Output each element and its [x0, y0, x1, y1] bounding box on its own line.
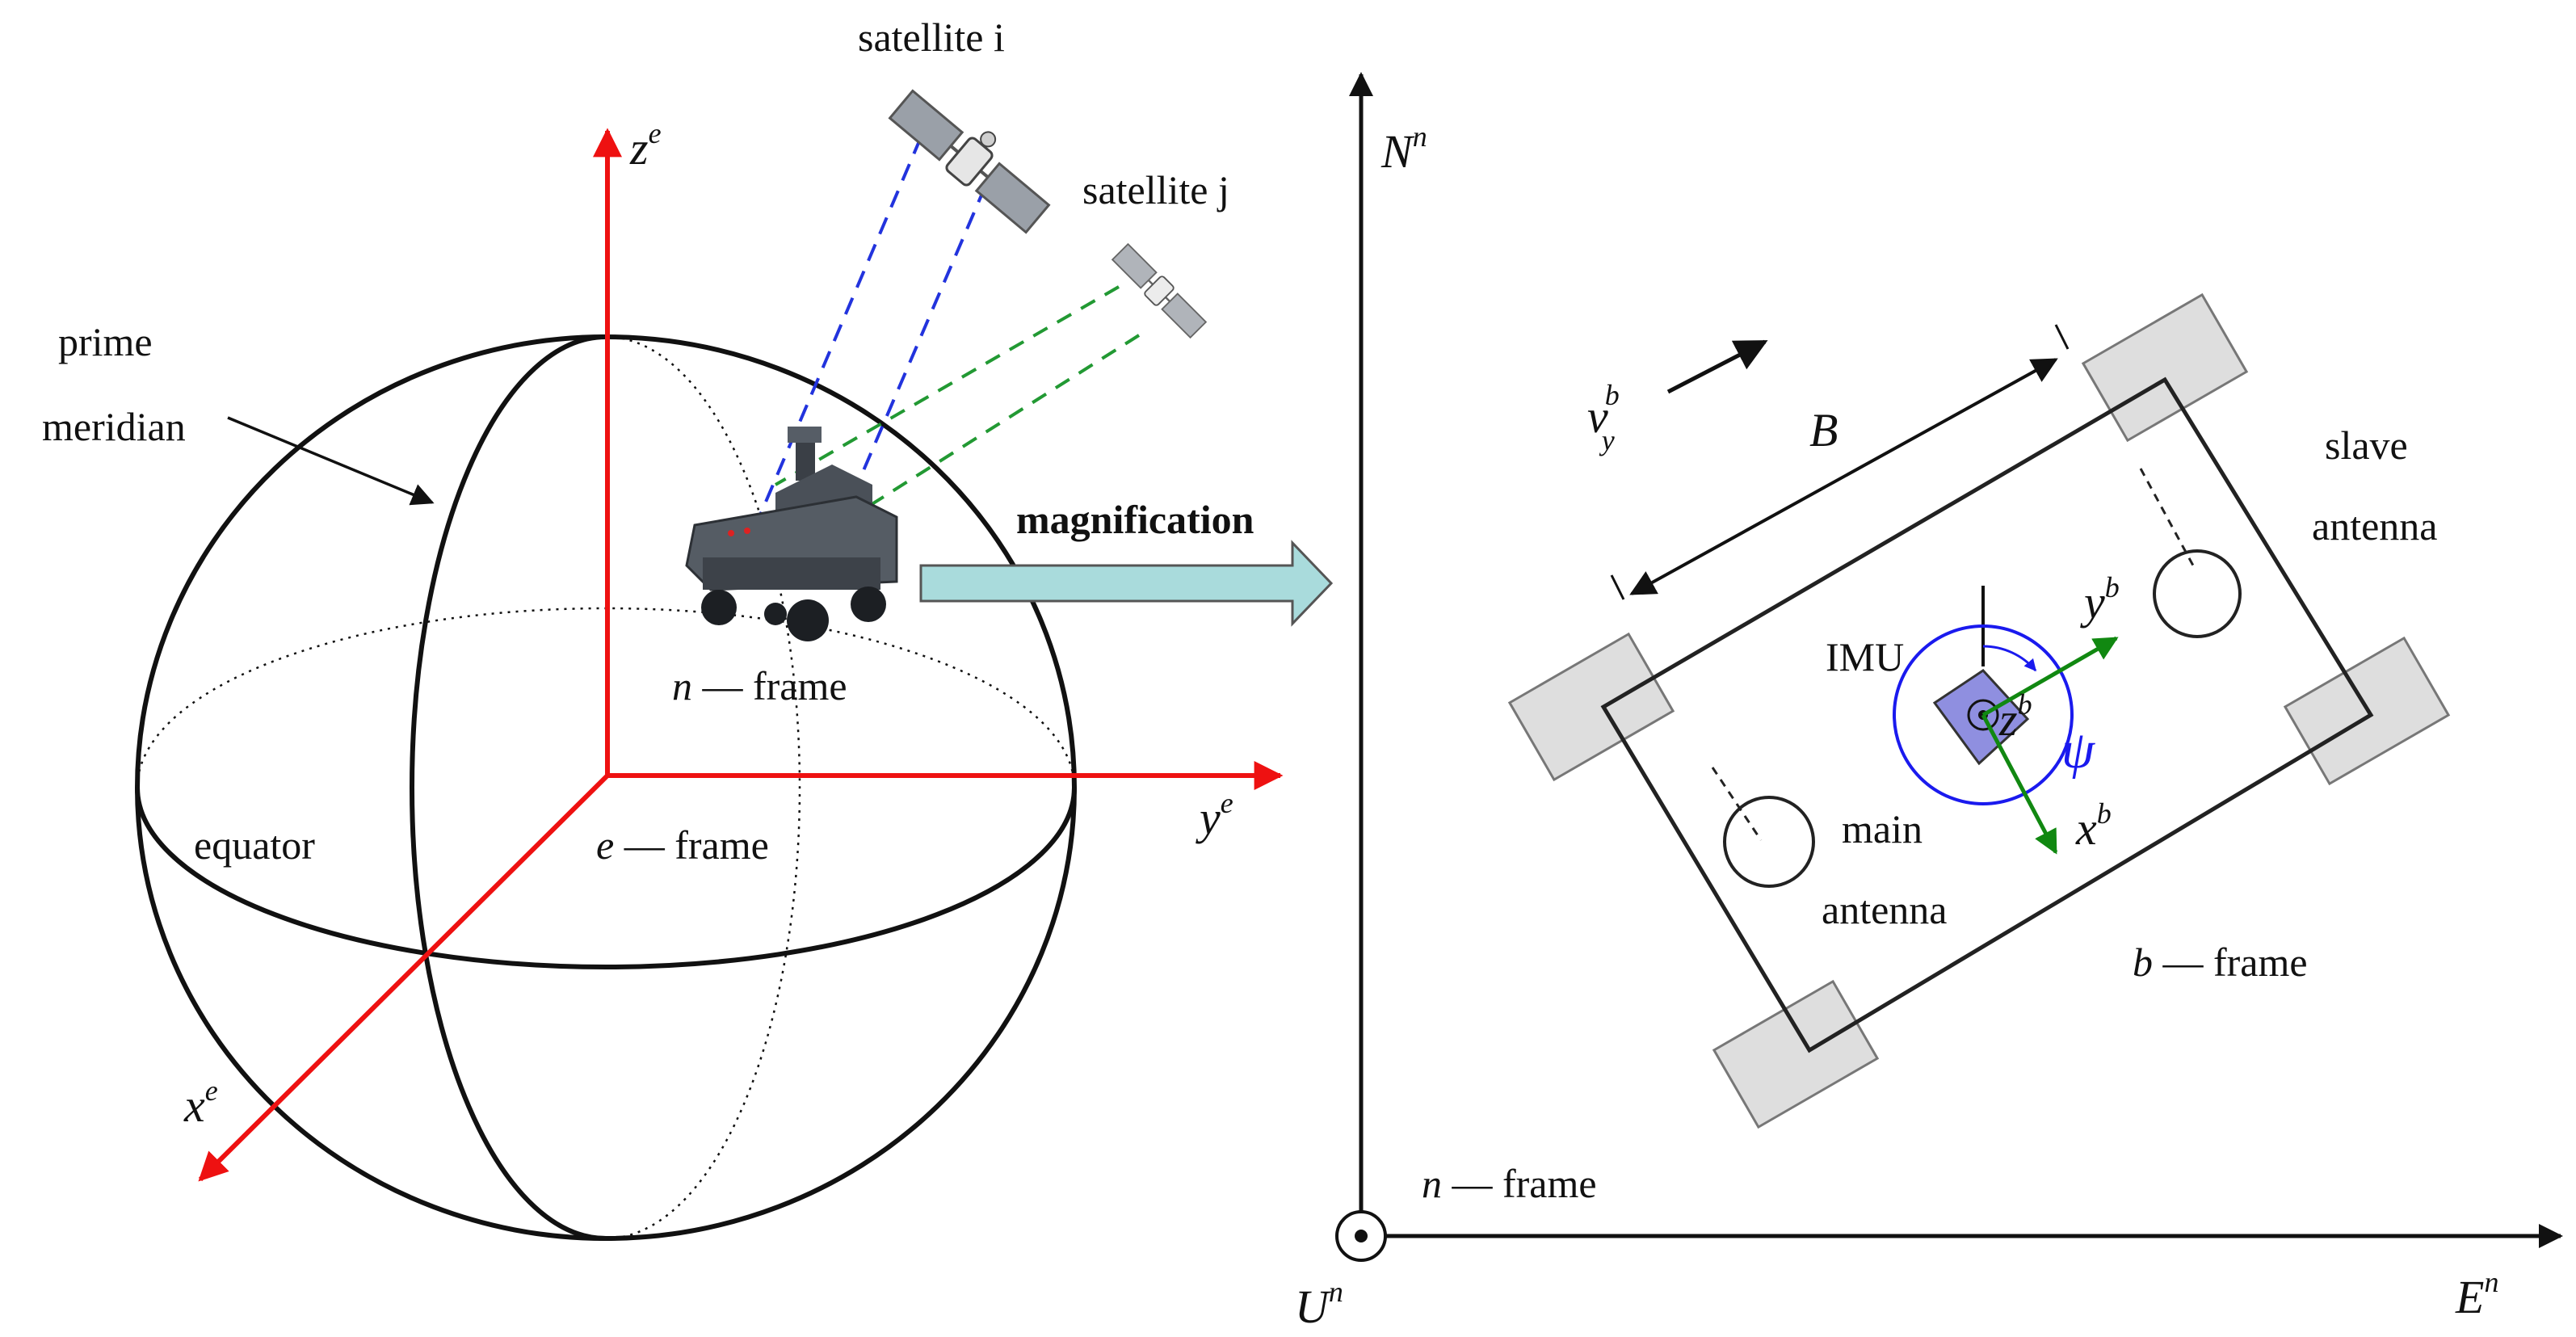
x-e-axis	[198, 773, 610, 1182]
magnification-arrow	[919, 540, 1334, 627]
main-antenna-label-1: main	[1842, 806, 1923, 851]
baseline-dimension	[1610, 324, 2070, 600]
slave-antenna-label-2: antenna	[2312, 503, 2437, 549]
main-antenna-circle	[1723, 796, 1815, 888]
prime-meridian-pointer	[227, 416, 435, 506]
main-antenna-label-2: antenna	[1822, 887, 1947, 932]
satellite-icon	[888, 89, 1051, 234]
prime-meridian-label-1: prime	[58, 319, 153, 364]
slave-antenna-circle	[2153, 549, 2242, 638]
east-label: En	[2455, 1266, 2498, 1323]
wheels	[1507, 292, 2451, 1129]
prime-meridian-line	[410, 334, 607, 1241]
e-frame-axes	[198, 128, 1284, 1182]
wheel-rear-left	[1712, 979, 1880, 1129]
wheel-front-right	[2081, 292, 2249, 443]
heading-angle-arc	[1982, 645, 2037, 672]
imu-block	[1893, 586, 2119, 855]
beam-j-1	[775, 285, 1120, 486]
y-b-axis	[1981, 636, 2119, 717]
x-e-label: xe	[183, 1074, 218, 1132]
x-b-axis	[1981, 713, 2058, 855]
baseline-label: B	[1809, 404, 1838, 456]
slave-antenna-lead	[2139, 468, 2195, 566]
equator-label: equator	[194, 822, 315, 868]
heading-circle	[1893, 624, 2074, 805]
velocity-arrow	[1666, 339, 1768, 394]
satellite-j-label: satellite j	[1082, 167, 1229, 212]
beam-i-1	[758, 137, 922, 518]
imu-label: IMU	[1826, 634, 1904, 679]
satellite-icon	[1111, 242, 1208, 339]
equator-front	[135, 787, 1077, 969]
psi-label: ψ	[2061, 721, 2095, 780]
x-b-label: xb	[2075, 797, 2112, 855]
beam-i-2	[838, 185, 987, 526]
up-axis-dot	[1355, 1230, 1368, 1242]
n-frame-label-right: n — frame	[1422, 1161, 1597, 1206]
e-frame-label: e — frame	[596, 822, 769, 868]
robot-vehicle-icon	[685, 427, 898, 641]
b-frame-label: b — frame	[2133, 940, 2308, 985]
north-label: Nn	[1380, 120, 1427, 178]
z-b-circle	[1967, 699, 1999, 731]
z-b-label: zb	[1998, 688, 2032, 746]
satellite-signals	[758, 137, 1141, 526]
main-antenna-lead	[1711, 767, 1763, 841]
y-b-label: yb	[2080, 571, 2120, 629]
z-e-label: ze	[629, 117, 662, 174]
beam-j-2	[863, 334, 1141, 511]
prime-meridian-label-2: meridian	[42, 404, 186, 449]
n-frame-label-left: n — frame	[672, 663, 847, 708]
y-e-label: ye	[1196, 787, 1233, 844]
satellite-i-label: satellite i	[858, 15, 1005, 60]
n-frame-axes	[1335, 72, 2563, 1262]
slave-antenna-label-1: slave	[2325, 423, 2408, 468]
magnification-label: magnification	[1016, 497, 1254, 542]
up-label: Un	[1295, 1276, 1343, 1333]
wheel-front-left	[1507, 632, 1675, 782]
back-meridian	[605, 335, 801, 1240]
